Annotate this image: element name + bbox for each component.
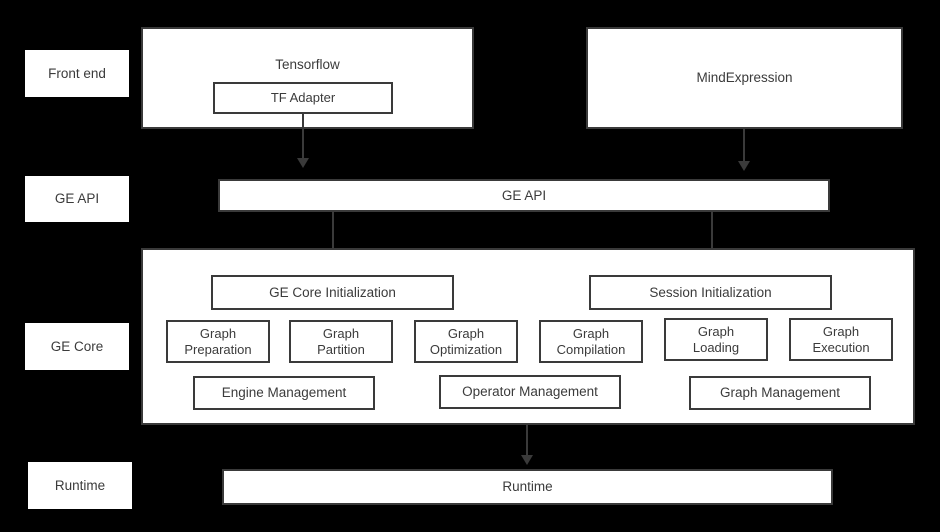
graph-optimization-box[interactable]: Graph Optimization	[414, 320, 518, 363]
tf-adapter-box[interactable]: TF Adapter	[213, 82, 393, 114]
arrowhead-tf-adapter-to-ge-api	[297, 158, 309, 168]
mindexpression-container[interactable]: MindExpression	[586, 27, 903, 129]
graph-management-label: Graph Management	[719, 385, 841, 401]
graph-partition-label: Graph Partition	[317, 326, 365, 357]
connector-tf-adapter-to-ge-api	[302, 113, 304, 161]
stage-label-runtime: Runtime	[28, 462, 132, 509]
graph-preparation-box[interactable]: Graph Preparation	[166, 320, 270, 363]
graph-optimization-label: Graph Optimization	[429, 326, 503, 357]
connector-mindexpression-to-ge-api	[743, 129, 745, 164]
stage-label-ge-core-text: GE Core	[50, 338, 104, 354]
engine-management-label: Engine Management	[221, 385, 347, 401]
graph-preparation-label: Graph Preparation	[184, 326, 252, 357]
stage-label-ge-core: GE Core	[25, 323, 129, 370]
runtime-bar[interactable]: Runtime	[222, 469, 833, 505]
stage-label-runtime-text: Runtime	[54, 477, 106, 493]
connector-ge-api-to-ge-core-init	[332, 212, 334, 268]
graph-execution-label: Graph Execution	[812, 324, 870, 355]
graph-management-box[interactable]: Graph Management	[689, 376, 871, 410]
graph-loading-box[interactable]: Graph Loading	[664, 318, 768, 361]
ge-api-bar[interactable]: GE API	[218, 179, 830, 212]
connector-ge-core-to-runtime	[526, 425, 528, 457]
arrowhead-mindexpression-to-ge-api	[738, 161, 750, 171]
engine-management-box[interactable]: Engine Management	[193, 376, 375, 410]
graph-loading-label: Graph Loading	[692, 324, 740, 355]
stage-label-front-end: Front end	[25, 50, 129, 97]
operator-management-label: Operator Management	[462, 384, 598, 400]
tensorflow-label: Tensorflow	[275, 57, 340, 72]
connector-ge-api-to-session-init	[711, 212, 713, 268]
stage-label-ge-api: GE API	[25, 176, 129, 222]
tf-adapter-label: TF Adapter	[270, 90, 336, 106]
runtime-bar-label: Runtime	[502, 479, 553, 495]
ge-core-initialization-box[interactable]: GE Core Initialization	[211, 275, 454, 310]
graph-compilation-box[interactable]: Graph Compilation	[539, 320, 643, 363]
session-initialization-box[interactable]: Session Initialization	[589, 275, 832, 310]
stage-label-ge-api-text: GE API	[54, 191, 100, 207]
mindexpression-label: MindExpression	[696, 70, 793, 86]
ge-api-bar-label: GE API	[501, 187, 547, 203]
graph-compilation-label: Graph Compilation	[556, 326, 626, 357]
stage-label-front-end-text: Front end	[48, 65, 106, 81]
graph-partition-box[interactable]: Graph Partition	[289, 320, 393, 363]
arrowhead-ge-core-to-runtime	[521, 455, 533, 465]
ge-core-initialization-label: GE Core Initialization	[269, 284, 396, 300]
graph-execution-box[interactable]: Graph Execution	[789, 318, 893, 361]
session-initialization-label: Session Initialization	[649, 284, 772, 300]
operator-management-box[interactable]: Operator Management	[439, 375, 621, 409]
